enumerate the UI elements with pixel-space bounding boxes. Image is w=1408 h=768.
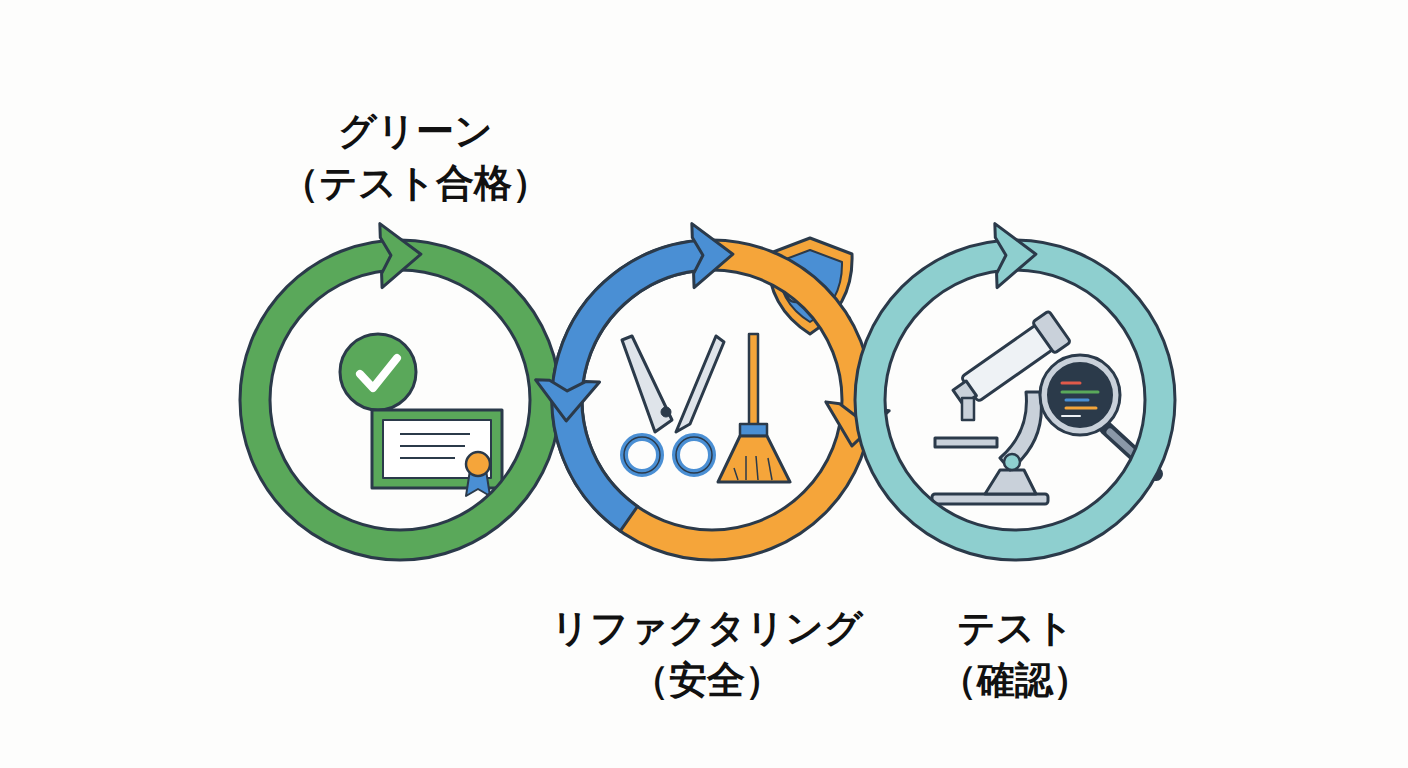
ring-outline <box>240 240 560 560</box>
cycle-ring: グリーン （テスト合格） <box>240 240 560 560</box>
ring-arrowhead <box>692 222 734 287</box>
stage-label: グリーン （テスト合格） <box>281 106 550 209</box>
ring-arc <box>240 240 560 560</box>
broom-icon <box>718 334 790 482</box>
ring-arrowhead <box>534 380 599 422</box>
stage-label: テスト （確認） <box>939 603 1091 706</box>
ring-outline <box>855 240 1175 560</box>
ring-arrowhead <box>995 222 1037 287</box>
cycle-ring: リファクタリング （安全） <box>552 240 872 560</box>
ring-outline <box>552 240 872 560</box>
check-badge <box>340 334 416 410</box>
scissors-icon <box>622 336 724 473</box>
ring-arc <box>552 240 872 560</box>
stage-label: リファクタリング （安全） <box>551 603 863 706</box>
cycle-ring: テスト （確認） <box>855 240 1175 560</box>
ring-arrowhead <box>380 222 422 287</box>
certificate-icon <box>372 410 502 496</box>
ring-arc <box>855 240 1175 560</box>
